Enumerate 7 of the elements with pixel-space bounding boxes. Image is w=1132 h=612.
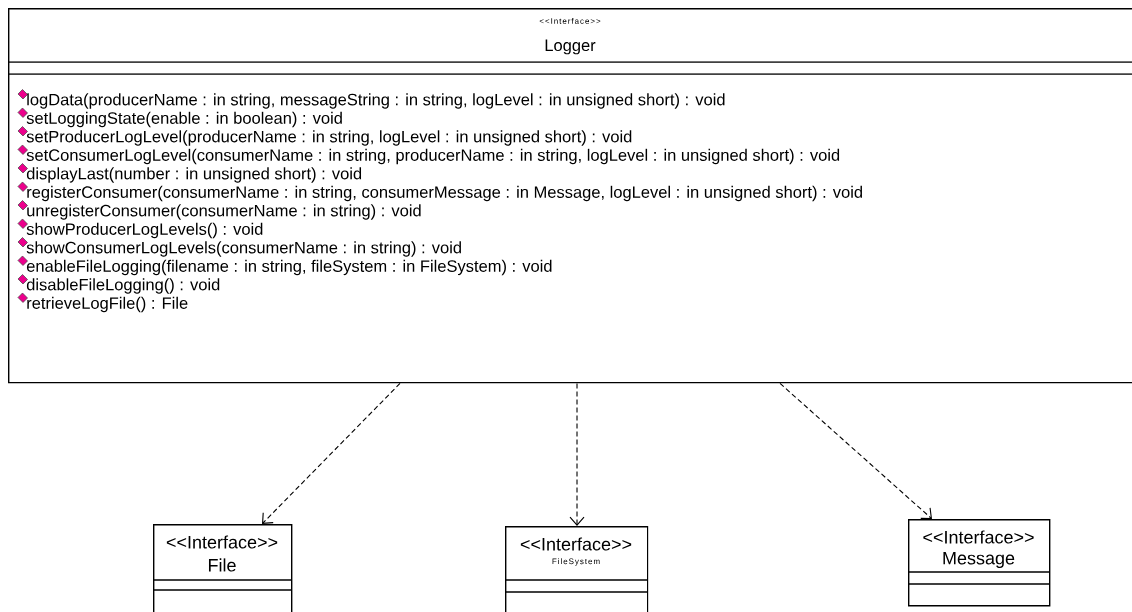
dependency-arrow: [262, 382, 401, 524]
dependency-arrow: [779, 382, 932, 519]
interface-box: <<Interface>> File: [152, 523, 293, 612]
dependency-arrow: [569, 382, 585, 526]
interface-box: <<Interface>> Message: [907, 519, 1051, 607]
interface-box: <<Interface>> FileSystem: [504, 525, 649, 612]
interface-box: <<Interface>> Logger logData(producerName : in string, messageString : in string, logLevel : in unsigned short) : void setLoggingState(enable : in boolean) : void setProducerLogLevel(producerName : in string, logLevel : in unsigned short) : void setConsumerLogLevel(consumerName : in string, producerName : in string, logLevel : in unsigned short) : void displayLast(number : in unsigned short) : void registerConsumer(consumerName : in string, consumerMessage : in Message, logLevel : in unsigned short) : void unregisterConsumer(consumerName : in string) : void showProducerLogLevels() : void showConsumerLogLevels(consumerName : in string) : void enableFileLogging(filename : in string, fileSystem : in FileSystem) : void disableFileLogging() : void retrieveLogFile() : File: [7, 8, 1132, 384]
